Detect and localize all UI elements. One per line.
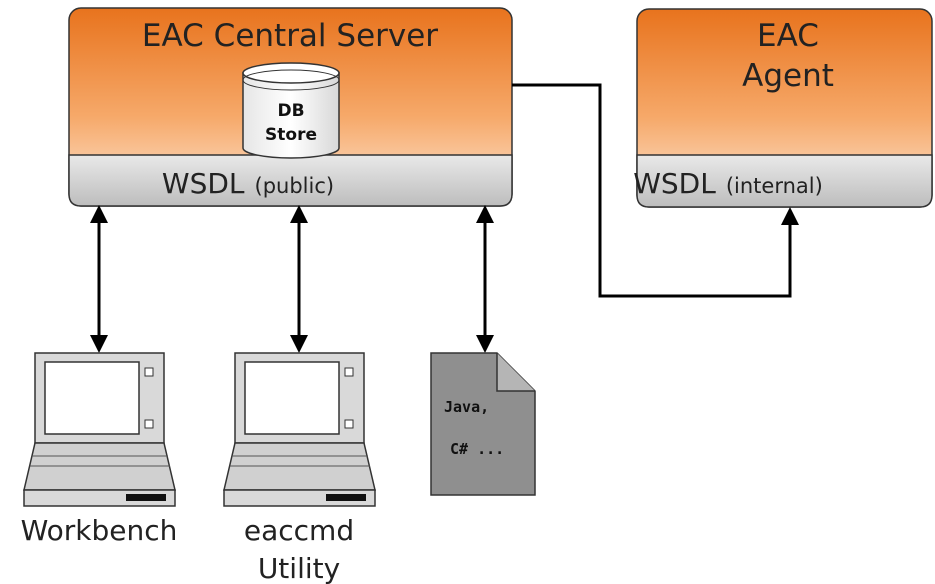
document-label-line1: Java, bbox=[444, 398, 489, 416]
workbench-laptop-icon bbox=[23, 352, 176, 507]
agent-title-line2: Agent bbox=[742, 58, 834, 94]
eac-agent-box: EAC Agent WSDL(internal) bbox=[633, 8, 933, 208]
workbench-label: Workbench bbox=[21, 514, 178, 547]
eac-central-server-box: EAC Central Server WSDL(public) DB Store bbox=[68, 7, 513, 207]
api-document-icon: Java, C# ... bbox=[430, 352, 536, 496]
server-title: EAC Central Server bbox=[142, 18, 438, 54]
server-wsdl-label: WSDL(public) bbox=[162, 167, 334, 200]
agent-title-line1: EAC bbox=[757, 18, 819, 54]
document-label-line2: C# ... bbox=[450, 440, 504, 458]
eaccmd-label-line1: eaccmd bbox=[244, 514, 354, 547]
db-label-line1: DB bbox=[277, 101, 304, 121]
db-store-cylinder: DB Store bbox=[242, 62, 340, 159]
server-agent-connector bbox=[512, 83, 799, 298]
server-wsdl-band bbox=[68, 154, 513, 207]
agent-wsdl-band bbox=[636, 154, 933, 208]
agent-wsdl-label: WSDL(internal) bbox=[633, 167, 823, 200]
eaccmd-laptop-icon bbox=[223, 352, 376, 507]
db-label-line2: Store bbox=[265, 125, 317, 145]
eaccmd-label-line2: Utility bbox=[258, 552, 340, 584]
